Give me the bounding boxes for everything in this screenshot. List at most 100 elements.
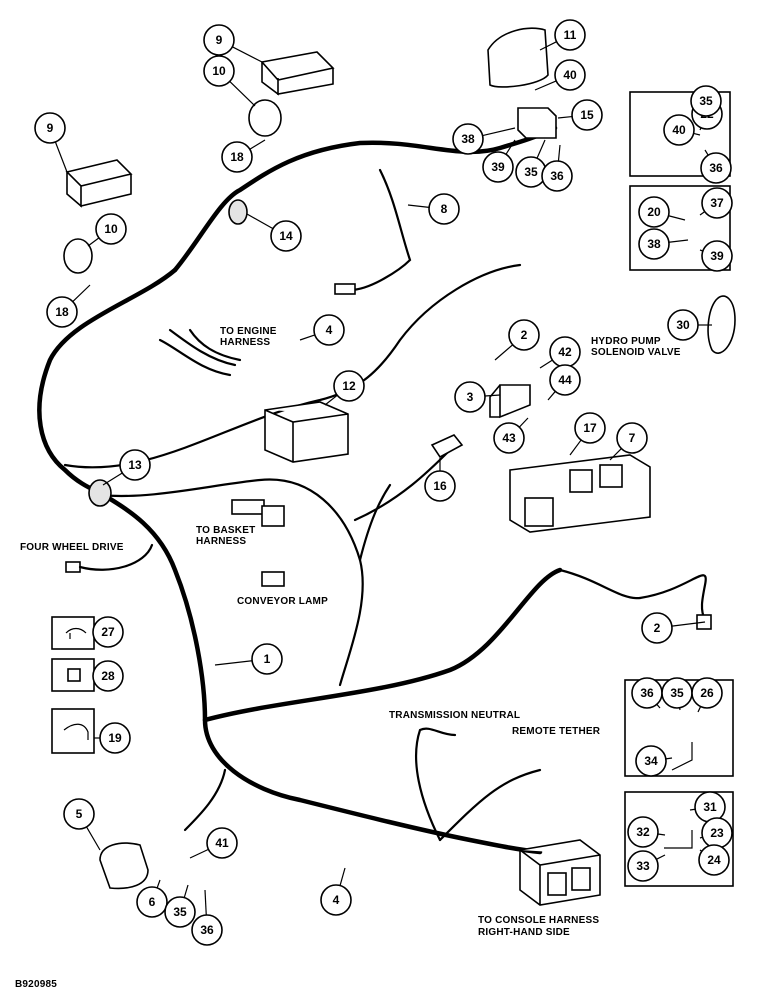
callout-c31: 31 [689, 791, 726, 823]
callout-leader [699, 211, 706, 216]
callout-number: 38 [461, 132, 475, 146]
callout-number: 42 [558, 345, 572, 359]
label-basket-line2: HARNESS [196, 536, 246, 547]
label-remote-tether: REMOTE TETHER [512, 726, 601, 737]
callout-number: 18 [230, 150, 244, 164]
callout-number: 35 [173, 905, 187, 919]
callout-circle [203, 24, 235, 56]
callout-leader [86, 826, 101, 851]
callout-circle [554, 19, 586, 51]
callout-c42: 42 [539, 336, 581, 369]
callout-leader [484, 394, 501, 397]
figure-code: B920985 [15, 979, 57, 990]
callout-number: 2 [654, 621, 661, 635]
callout-c37: 37 [699, 187, 733, 219]
callout-circle [554, 59, 586, 91]
callout-number: 40 [672, 123, 686, 137]
sensor-8 [348, 168, 412, 292]
label-hydro-line2: SOLENOID VALVE [591, 347, 681, 358]
callout-circle [99, 722, 131, 754]
callout-circle [46, 296, 78, 328]
callout-circle [663, 114, 695, 146]
callout-leader [246, 213, 274, 230]
callout-number: 9 [216, 33, 223, 47]
callout-leader [557, 144, 561, 162]
lamp-5 [99, 842, 149, 890]
callout-number: 35 [524, 165, 538, 179]
strap-30 [707, 295, 736, 354]
callout-circle [454, 381, 486, 413]
callout-number: 16 [433, 479, 447, 493]
callout-circle [191, 914, 223, 946]
callout-circle [700, 152, 732, 184]
callout-leader [668, 215, 686, 221]
callout-c10b: 10 [87, 213, 127, 247]
callout-number: 20 [647, 205, 661, 219]
callout-c12: 12 [324, 370, 365, 406]
callout-number: 31 [703, 800, 717, 814]
callout-leader [656, 854, 666, 860]
callout-c14: 14 [246, 213, 302, 252]
callout-c24: 24 [698, 844, 730, 876]
callout-number: 2 [521, 328, 528, 342]
box-27 [51, 616, 95, 650]
callout-leader [539, 359, 553, 369]
grommet-14 [228, 199, 248, 225]
callout-c6: 6 [136, 879, 168, 918]
callout-c32: 32 [627, 816, 666, 848]
callout-leader [569, 439, 582, 456]
callout-leader [665, 757, 673, 760]
callout-leader [156, 879, 161, 889]
callout-number: 36 [640, 686, 654, 700]
callout-c27: 27 [92, 616, 124, 648]
callout-circle [136, 886, 168, 918]
callout-leader [697, 706, 702, 713]
callout-leader [494, 344, 514, 361]
callout-number: 27 [101, 625, 115, 639]
callout-c23: 23 [699, 817, 733, 849]
callout-circle [92, 616, 124, 648]
callout-number: 43 [502, 431, 516, 445]
label-to-engine-line2: HARNESS [220, 337, 270, 348]
label-hydro-line1: HYDRO PUMP [591, 336, 661, 347]
bracket-15 [517, 107, 557, 139]
callout-number: 39 [710, 249, 724, 263]
callout-leader [324, 394, 338, 406]
lamp-11 [487, 27, 549, 88]
callout-leader [229, 81, 256, 107]
callout-c9a: 9 [203, 24, 263, 63]
callout-circle [63, 798, 95, 830]
callout-c9b: 9 [34, 112, 68, 173]
callout-c35a: 35 [515, 139, 547, 188]
callout-leader [204, 889, 207, 916]
light-9-top [260, 51, 335, 96]
battery-12 [264, 401, 349, 463]
callout-leader [505, 139, 516, 155]
callout-leader [704, 149, 709, 156]
callout-circle [701, 187, 733, 219]
callout-number: 10 [212, 64, 226, 78]
callout-leader [557, 115, 573, 119]
callout-c7: 7 [609, 422, 648, 461]
callout-number: 40 [563, 68, 577, 82]
callout-number: 5 [76, 807, 83, 821]
callout-number: 37 [710, 196, 724, 210]
callout-leader [214, 660, 253, 666]
callout-c5: 5 [63, 798, 101, 851]
callout-number: 3 [467, 390, 474, 404]
callout-leader [536, 139, 546, 159]
callout-number: 39 [491, 160, 505, 174]
callout-circle [320, 884, 352, 916]
callout-c35d: 35 [661, 677, 693, 711]
callout-c13: 13 [102, 449, 151, 486]
callout-number: 15 [580, 108, 594, 122]
callout-circle [424, 470, 456, 502]
callout-number: 38 [647, 237, 661, 251]
callout-leader [232, 46, 263, 63]
callout-c39a: 39 [482, 139, 516, 183]
callout-circle [95, 213, 127, 245]
callout-leader [671, 621, 706, 627]
callout-c35c: 35 [690, 85, 722, 117]
callout-circle [164, 896, 196, 928]
callout-c38a: 38 [452, 123, 516, 155]
